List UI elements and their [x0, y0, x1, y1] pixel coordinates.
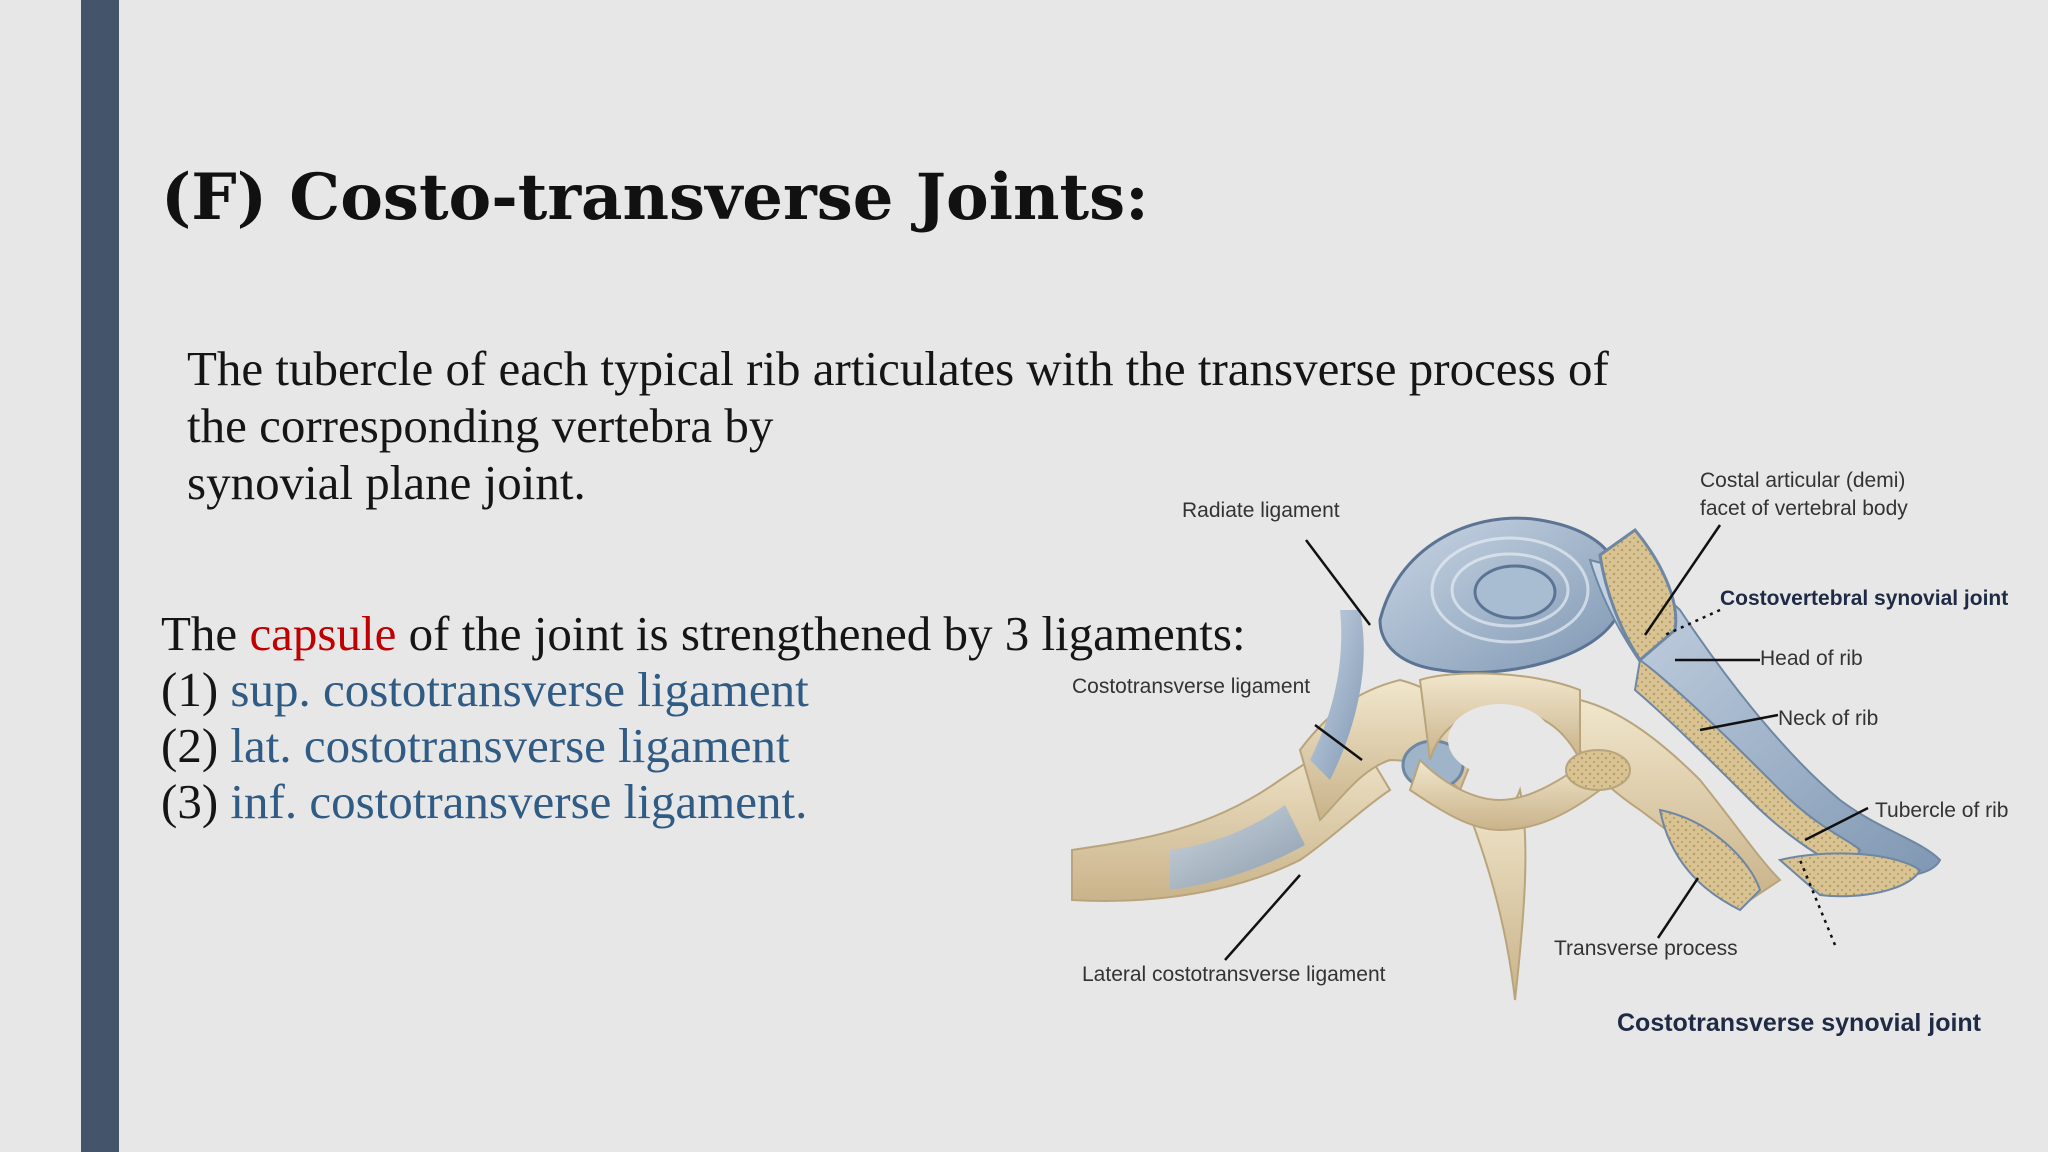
label-lateral-costotransverse-ligament: Lateral costotransverse ligament — [1082, 963, 1386, 986]
label-costotransverse-joint: Costotransverse synovial joint — [1617, 1009, 1982, 1037]
capsule-prefix: The — [161, 606, 250, 661]
ligament-number: (1) — [161, 662, 231, 717]
label-costal-facet-1: Costal articular (demi) — [1700, 469, 1906, 492]
label-tubercle-of-rib: Tubercle of rib — [1875, 799, 2009, 822]
ligament-text: lat. costotransverse ligament — [230, 718, 790, 773]
intro-paragraph: The tubercle of each typical rib articul… — [187, 340, 1609, 511]
label-costovertebral-joint: Costovertebral synovial joint — [1720, 587, 2009, 610]
leader-lines — [1224, 524, 1869, 961]
ligament-text: sup. costotransverse ligament — [230, 662, 809, 717]
intro-line-2: the corresponding vertebra by — [187, 398, 774, 453]
ligament-text: inf. costotransverse ligament. — [230, 774, 808, 829]
slide-title: (F) Costo-transverse Joints: — [161, 160, 1149, 235]
label-head-of-rib: Head of rib — [1760, 647, 1863, 670]
label-radiate-ligament: Radiate ligament — [1182, 499, 1340, 522]
anatomy-drawing — [1071, 516, 1942, 1001]
ligament-number: (3) — [161, 774, 231, 829]
capsule-heading: The capsule of the joint is strengthened… — [161, 606, 1246, 662]
label-neck-of-rib: Neck of rib — [1778, 707, 1879, 730]
capsule-paragraph: The capsule of the joint is strengthened… — [161, 606, 1246, 830]
sidebar-accent-bar — [81, 0, 119, 1152]
label-costal-facet-2: facet of vertebral body — [1700, 497, 1908, 520]
intro-line-3: synovial plane joint. — [187, 455, 586, 510]
tubercle-of-rib-section — [1777, 852, 1922, 898]
intro-line-1: The tubercle of each typical rib articul… — [187, 341, 1609, 396]
lateral-ligament-left — [1170, 805, 1305, 890]
capsule-suffix: of the joint is strengthened by 3 ligame… — [396, 606, 1246, 661]
label-transverse-process: Transverse process — [1554, 937, 1738, 960]
vertebral-foramen — [1448, 704, 1552, 776]
ligament-item-3: (3) inf. costotransverse ligament. — [161, 774, 1246, 830]
label-costotransverse-ligament: Costotransverse ligament — [1072, 675, 1311, 698]
ligament-number: (2) — [161, 718, 231, 773]
vertebra-rib-illustration: Radiate ligament Costal articular (demi)… — [1060, 460, 2048, 1060]
ligament-item-2: (2) lat. costotransverse ligament — [161, 718, 1246, 774]
head-of-rib-section — [1598, 527, 1678, 663]
capsule-keyword: capsule — [249, 606, 397, 661]
ligament-item-1: (1) sup. costotransverse ligament — [161, 662, 1246, 718]
costotransverse-ligament-band — [1310, 610, 1364, 780]
